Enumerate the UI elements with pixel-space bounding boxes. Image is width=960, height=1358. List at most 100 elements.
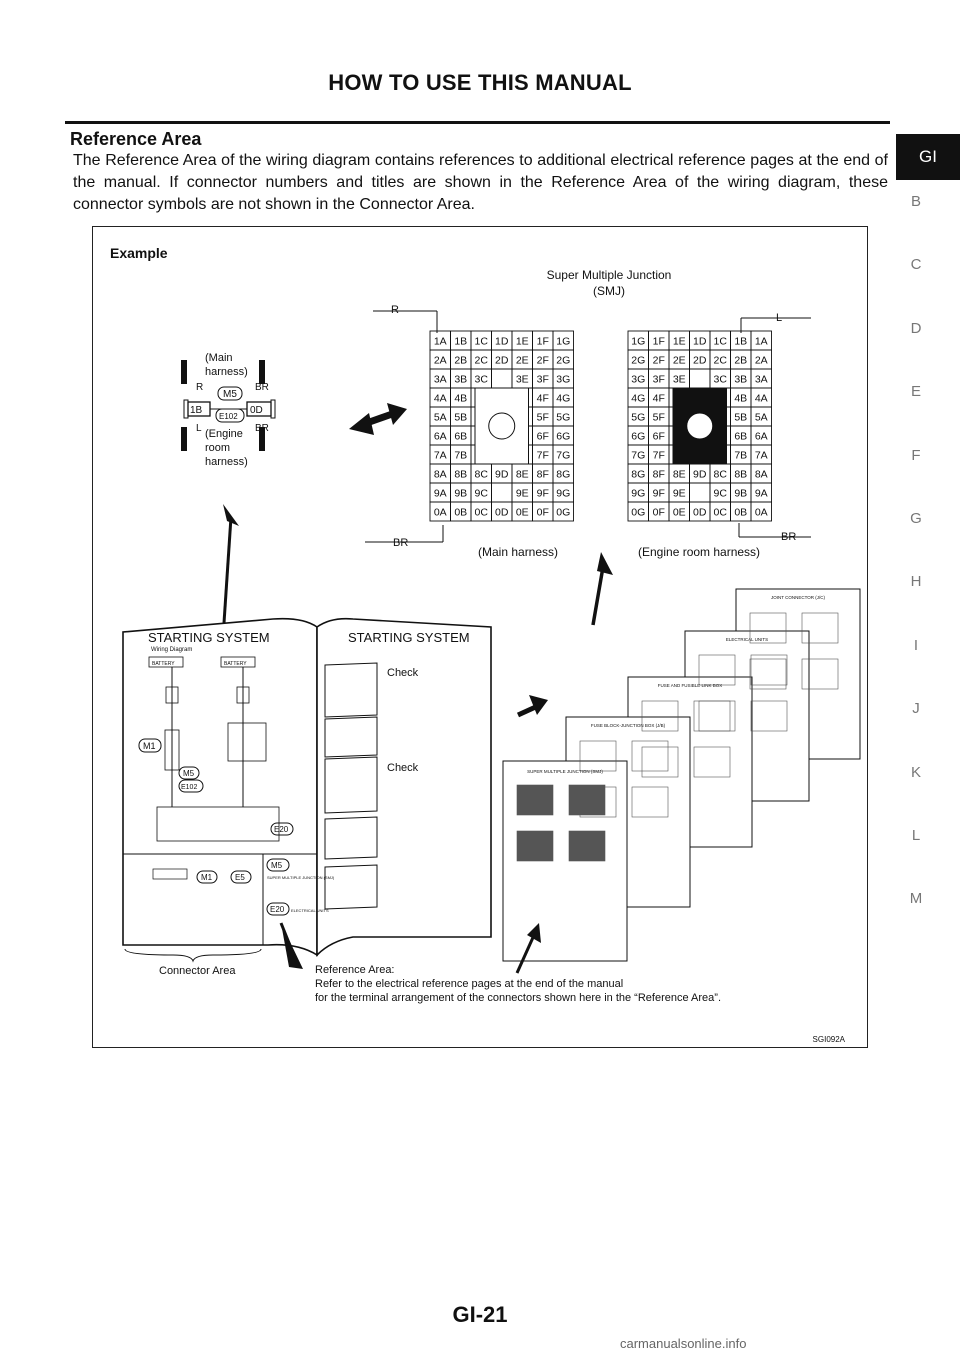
- stack-page-diagram: [698, 654, 736, 686]
- terminal-label: 2B: [454, 355, 467, 367]
- side-index-m[interactable]: M: [909, 890, 923, 908]
- stack-page-diagram: [516, 784, 554, 816]
- grid-cell: [689, 368, 711, 389]
- terminal-label: 8A: [434, 469, 447, 481]
- terminal-label: 9C: [714, 488, 728, 500]
- terminal-label: 7B: [734, 450, 747, 462]
- grid-cell: [552, 501, 574, 522]
- wire-r-small: R: [196, 382, 203, 393]
- wire-label-l: L: [776, 312, 782, 324]
- grid-cell: [491, 482, 513, 503]
- terminal-label: 3E: [516, 374, 529, 386]
- section-tab[interactable]: GI: [896, 134, 960, 180]
- left-connector-engine-line2: room: [205, 442, 230, 454]
- terminal-label: 0B: [454, 507, 467, 519]
- terminal-label: 9E: [673, 488, 686, 500]
- terminal-label: 1C: [475, 336, 489, 348]
- side-index-e[interactable]: E: [910, 383, 921, 401]
- stack-page-5-title: JOINT CONNECTOR (J/C): [771, 595, 826, 600]
- terminal-label: 2G: [556, 355, 570, 367]
- header-divider: [65, 121, 890, 124]
- stack-page-diagram: [516, 830, 554, 862]
- figure-code: SGI092A: [813, 1035, 846, 1044]
- terminal-label: 1D: [495, 336, 509, 348]
- book-connector-m1: M1: [143, 741, 156, 751]
- stack-page-2-title: FUSE BLOCK-JUNCTION BOX (J/B): [591, 723, 666, 728]
- engine-room-harness-label: (Engine room harness): [638, 545, 760, 559]
- left-connector-main-line1: (Main: [205, 352, 233, 364]
- reference-area-line3: for the terminal arrangement of the conn…: [315, 992, 721, 1004]
- terminal-label: 9G: [556, 488, 570, 500]
- terminal-label: 1G: [556, 336, 570, 348]
- terminal-label: 0G: [631, 507, 645, 519]
- side-index-i[interactable]: I: [913, 636, 919, 654]
- wire-label-br-left: BR: [393, 537, 408, 549]
- side-index-k[interactable]: K: [910, 763, 921, 781]
- battery-label-2: BATTERY: [224, 661, 247, 667]
- terminal-label: 4B: [454, 393, 467, 405]
- terminal-label: 8B: [734, 469, 747, 481]
- terminal-label: 0D: [693, 507, 707, 519]
- stack-page-3-title: FUSE AND FUSIBLE LINK BOX: [658, 683, 723, 688]
- stack-page-diagram: [631, 786, 669, 818]
- terminal-label: 9B: [734, 488, 747, 500]
- terminal-label: 3B: [454, 374, 467, 386]
- side-index-d[interactable]: D: [910, 319, 922, 337]
- terminal-label: 1E: [516, 336, 529, 348]
- side-index-h[interactable]: H: [910, 573, 922, 591]
- terminal-label: 8B: [454, 469, 467, 481]
- terminal-label: 2F: [537, 355, 549, 367]
- stack-page-diagram: [750, 654, 788, 686]
- side-index-c[interactable]: C: [910, 256, 922, 274]
- page-number: GI-21: [452, 1302, 508, 1327]
- terminal-label: 7A: [434, 450, 447, 462]
- side-index-l[interactable]: L: [911, 827, 921, 844]
- book-connector-m5: M5: [183, 769, 195, 778]
- terminal-label: 1D: [693, 336, 707, 348]
- terminal-label: 8E: [516, 469, 529, 481]
- terminal-label: 4A: [434, 393, 447, 405]
- terminal-label: 9D: [495, 469, 509, 481]
- terminal-label: 7B: [454, 450, 467, 462]
- smj-title-line2: (SMJ): [593, 284, 625, 298]
- terminal-label: 3F: [653, 374, 665, 386]
- wire-label-br-right: BR: [781, 531, 796, 543]
- example-figure-drawing: Example Super Multiple Junction (SMJ) (M…: [110, 245, 861, 1044]
- terminal-label: 0A: [434, 507, 447, 519]
- terminal-label: 4A: [755, 393, 768, 405]
- terminal-label: 9G: [631, 488, 645, 500]
- terminal-label: 5A: [755, 412, 768, 424]
- side-index-g[interactable]: G: [910, 510, 922, 527]
- side-index-j[interactable]: J: [912, 700, 920, 718]
- grid-cell: [491, 368, 513, 389]
- terminal-label: 2E: [673, 355, 686, 367]
- terminal-label: 8F: [653, 469, 665, 481]
- terminal-label: 7F: [537, 450, 549, 462]
- stack-page-diagram: [693, 700, 731, 732]
- terminal-label: 0D: [495, 507, 509, 519]
- terminal-label: 6G: [556, 431, 570, 443]
- wire-label-r: R: [391, 304, 399, 316]
- terminal-label: 9E: [516, 488, 529, 500]
- terminal-label: 9A: [755, 488, 768, 500]
- terminal-label: 8E: [673, 469, 686, 481]
- terminal-label: 3F: [537, 374, 549, 386]
- terminal-label: 2A: [755, 355, 768, 367]
- section-heading: Reference Area: [70, 129, 202, 149]
- example-label: Example: [110, 245, 168, 261]
- terminal-label: 2B: [734, 355, 747, 367]
- double-arrow-icon: [349, 403, 407, 435]
- terminal-label: 0E: [673, 507, 686, 519]
- side-index-b[interactable]: B: [910, 193, 921, 210]
- stack-page-4-title: ELECTRICAL UNITS: [726, 637, 768, 642]
- stack-page-diagram: [631, 740, 669, 772]
- stack-page-diagram: [579, 740, 617, 772]
- example-figure: Example Super Multiple Junction (SMJ) (M…: [92, 226, 868, 1048]
- terminal-label: 5B: [734, 412, 747, 424]
- terminal-label: 6G: [631, 431, 645, 443]
- side-index-f[interactable]: F: [911, 446, 921, 464]
- terminal-label: 6B: [454, 431, 467, 443]
- left-connector-engine-line3: harness): [205, 456, 248, 468]
